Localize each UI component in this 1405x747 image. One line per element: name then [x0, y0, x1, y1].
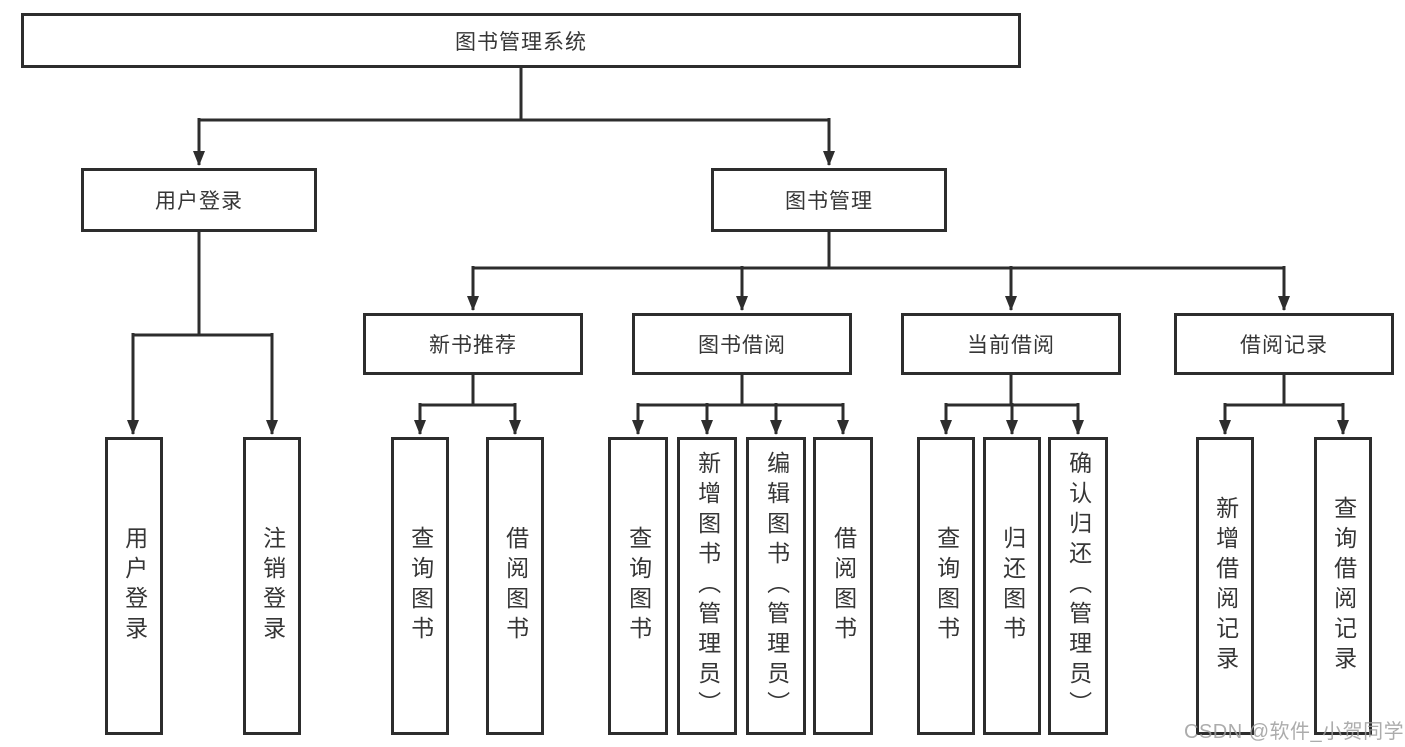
- node-label: 新书推荐: [429, 334, 517, 357]
- node-label: 注销登录: [259, 526, 286, 646]
- node-label: 借阅图书: [502, 526, 529, 646]
- connector-borrowing-records-children: [1219, 373, 1349, 435]
- node-label: 用户登录: [155, 190, 243, 213]
- node-library-management-system: 图书管理系统: [21, 13, 1021, 68]
- node-label: 查询图书: [933, 526, 960, 646]
- node-label: 新增借阅记录: [1212, 496, 1239, 676]
- leaf-newbook-borrow-books: 借阅图书: [486, 437, 544, 735]
- csdn-watermark: CSDN @软件_小贺同学: [1184, 721, 1405, 743]
- node-label: 图书管理系统: [455, 30, 587, 54]
- leaf-borrowing-query-books: 查询图书: [608, 437, 668, 735]
- leaf-borrowing-borrow-books: 借阅图书: [813, 437, 873, 735]
- connector-book-borrowing-children: [632, 373, 849, 435]
- node-current-borrowing: 当前借阅: [901, 313, 1121, 375]
- node-label: 新增图书（管理员）: [694, 451, 721, 721]
- node-label: 查询借阅记录: [1330, 496, 1357, 676]
- node-label: 图书管理: [785, 190, 873, 213]
- leaf-current-query-books: 查询图书: [917, 437, 975, 735]
- connector-root-to-level2: [193, 66, 835, 166]
- leaf-records-query-record: 查询借阅记录: [1314, 437, 1372, 735]
- node-book-borrowing: 图书借阅: [632, 313, 852, 375]
- leaf-borrowing-add-books-admin: 新增图书（管理员）: [677, 437, 737, 735]
- leaf-newbook-query-books: 查询图书: [391, 437, 449, 735]
- connector-user-login-children: [127, 230, 278, 435]
- connector-current-borrowing-children: [940, 373, 1084, 435]
- leaf-borrowing-edit-books-admin: 编辑图书（管理员）: [746, 437, 806, 735]
- connector-new-book-children: [414, 373, 521, 435]
- leaf-logout: 注销登录: [243, 437, 301, 735]
- node-label: 借阅记录: [1240, 334, 1328, 357]
- node-borrowing-records: 借阅记录: [1174, 313, 1394, 375]
- node-label: 编辑图书（管理员）: [763, 451, 790, 721]
- node-label: 图书借阅: [698, 334, 786, 357]
- connector-book-management-children: [467, 230, 1290, 311]
- node-label: 查询图书: [625, 526, 652, 646]
- node-label: 当前借阅: [967, 334, 1055, 357]
- node-label: 归还图书: [999, 526, 1026, 646]
- leaf-user-login: 用户登录: [105, 437, 163, 735]
- node-label: 借阅图书: [830, 526, 857, 646]
- node-new-book-recommendation: 新书推荐: [363, 313, 583, 375]
- leaf-current-return-books: 归还图书: [983, 437, 1041, 735]
- leaf-records-add-record: 新增借阅记录: [1196, 437, 1254, 735]
- node-user-login: 用户登录: [81, 168, 317, 232]
- node-label: 用户登录: [121, 526, 148, 646]
- node-book-management: 图书管理: [711, 168, 947, 232]
- node-label: 查询图书: [407, 526, 434, 646]
- leaf-current-confirm-return-admin: 确认归还（管理员）: [1048, 437, 1108, 735]
- node-label: 确认归还（管理员）: [1065, 451, 1092, 721]
